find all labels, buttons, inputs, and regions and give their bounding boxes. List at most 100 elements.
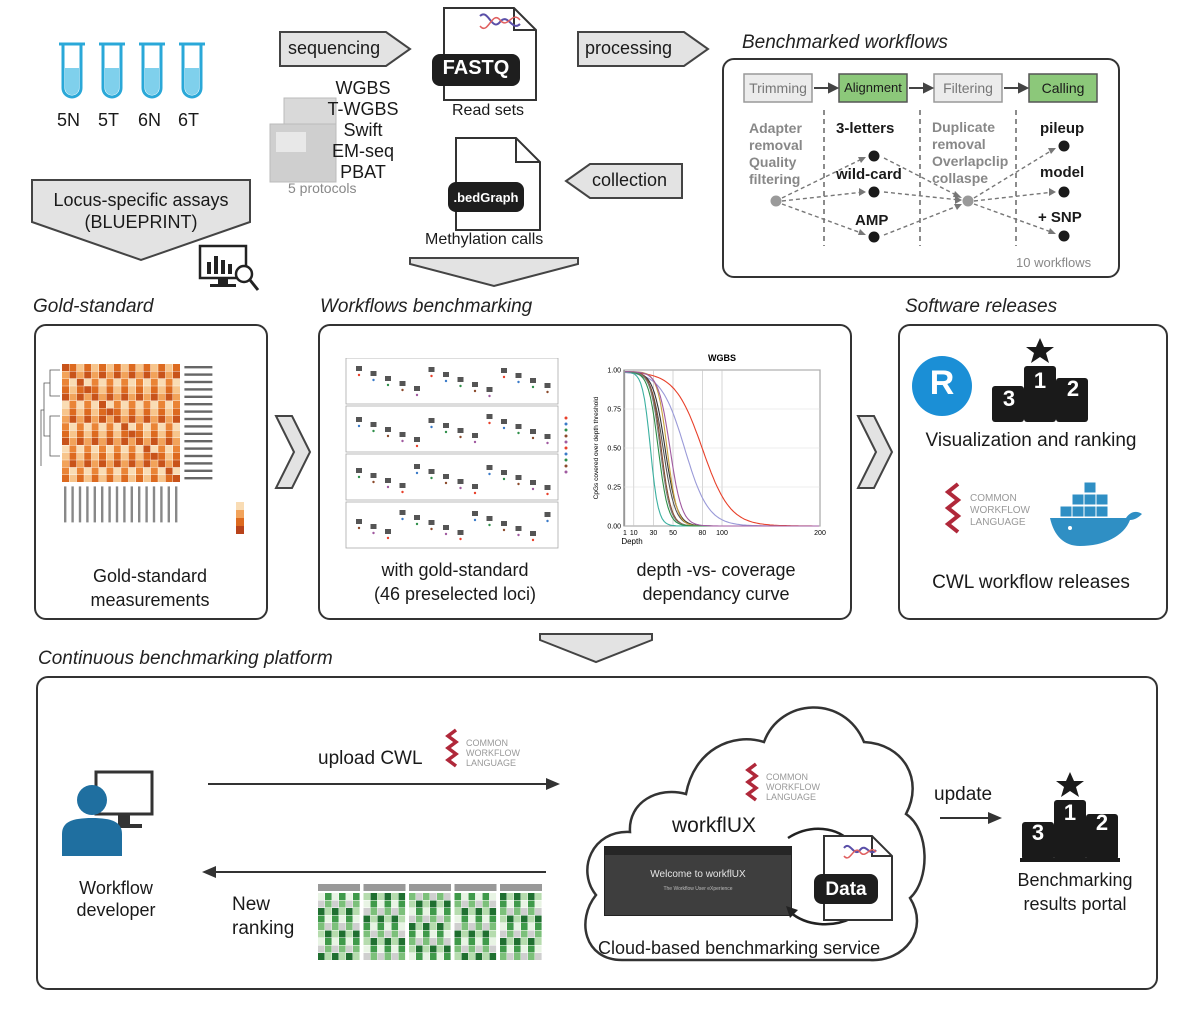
ranking-cell [363,893,371,900]
boxplot-point [517,533,520,537]
heatmap-cell [150,445,158,453]
heatmap-cell [173,415,180,423]
cwl-logo-text: COMMON WORKFLOW LANGUAGE [466,738,520,768]
ranking-cell [528,900,535,908]
heatmap-cell [84,393,92,401]
heatmap-cell [99,467,106,475]
ranking-cell [528,893,535,900]
ranking-cell [353,915,360,923]
chevron-right-icon [856,415,894,489]
ranking-cell [507,915,514,923]
heatmap-cell [113,371,121,379]
heatmap-cell [99,452,106,460]
ranking-cell [482,923,490,930]
heatmap-cell [99,371,106,379]
boxplot-point [401,439,404,443]
heatmap-cell [76,364,84,371]
fastq-file-icon [432,7,537,101]
developer-icon [62,770,154,856]
heatmap-cell [113,364,121,371]
boxplot-box [544,485,551,490]
heatmap-cell [99,438,106,445]
ranking-cell [346,908,353,915]
row-label-stub [184,373,213,376]
collection-label: collection [592,170,668,190]
heatmap-cell [158,460,166,468]
ranking-cell [535,938,542,945]
ranking-cell [339,893,346,900]
ranking-cell [409,908,416,915]
ranking-cell [318,900,325,908]
heatmap-cell [173,364,180,371]
boxplot-point [386,383,390,387]
heatmap-cell [62,401,69,408]
boxplot-point [430,374,433,378]
heatmap-cell [113,423,121,431]
ranking-cell [391,923,399,930]
boxplot-box [443,474,449,479]
ranking-cell [507,893,514,900]
ranking-cell [346,915,353,923]
boxplot-box [472,484,478,489]
ranking-cell [500,953,507,960]
ranking-cell [363,923,371,930]
r-logo-letter: R [929,364,955,402]
heatmap-cell [150,452,158,460]
ranking-cell [514,915,521,923]
heatmap-cell [165,415,173,423]
ranking-cell [521,915,528,923]
heatmap-cell [165,393,173,401]
boxplot-box [486,387,493,392]
ranking-cell [391,945,399,953]
boxplot-box [501,470,507,475]
step-alignment: Alignment [844,80,902,95]
heatmap-cell [84,371,92,379]
heatmap-cell [136,452,143,460]
ranking-cell [325,945,332,953]
y-axis-label: CpGs covered over depth threshold [593,396,600,499]
ranking-cell [454,945,462,953]
gold-standard-title: Gold-standard [33,296,154,317]
ranking-cell [398,915,406,923]
heatmap-cell [106,475,114,482]
benchmarked-title: Benchmarked workflows [742,32,948,53]
ranking-cell [384,908,392,915]
boxplot-point [444,481,448,485]
ranking-cell [521,930,528,938]
heatmap-cell [84,378,92,386]
ranking-cell [370,938,378,945]
heatmap-cell [143,401,151,408]
ranking-cell [482,900,490,908]
heatmap-cell [99,430,106,438]
boxplot-box [399,483,406,488]
heatmap-cell [128,408,136,416]
ranking-cell [468,893,476,900]
heatmap-cell [76,408,84,416]
ranking-cell [535,945,542,953]
heatmap-cell [165,445,173,453]
ranking-cell [528,945,535,953]
heatmap-cell [158,415,166,423]
boxplot-point [502,477,506,481]
heatmap-cell [113,467,121,475]
workflux-screenshot: Welcome to workflUX The Workflow User eX… [604,846,792,916]
heatmap-cell [150,460,158,468]
heatmap-cell [91,430,99,438]
heatmap-cell [69,401,77,408]
ranking-cell [437,915,444,923]
heatmap-cell [173,386,180,394]
ranking-cell [468,923,476,930]
row-label-stub [184,477,213,480]
ranking-cell [398,930,406,938]
ranking-cell [353,945,360,953]
heatmap-cell [91,467,99,475]
heatmap-cell [128,452,136,460]
heatmap-cell [173,475,180,482]
heatmap-cell [69,423,77,431]
ranking-cell [423,930,430,938]
ranking-cell [398,900,406,908]
ranking-cell [521,900,528,908]
ranking-cell [461,915,469,923]
heatmap-cell [91,393,99,401]
heatmap-cell [165,386,173,394]
